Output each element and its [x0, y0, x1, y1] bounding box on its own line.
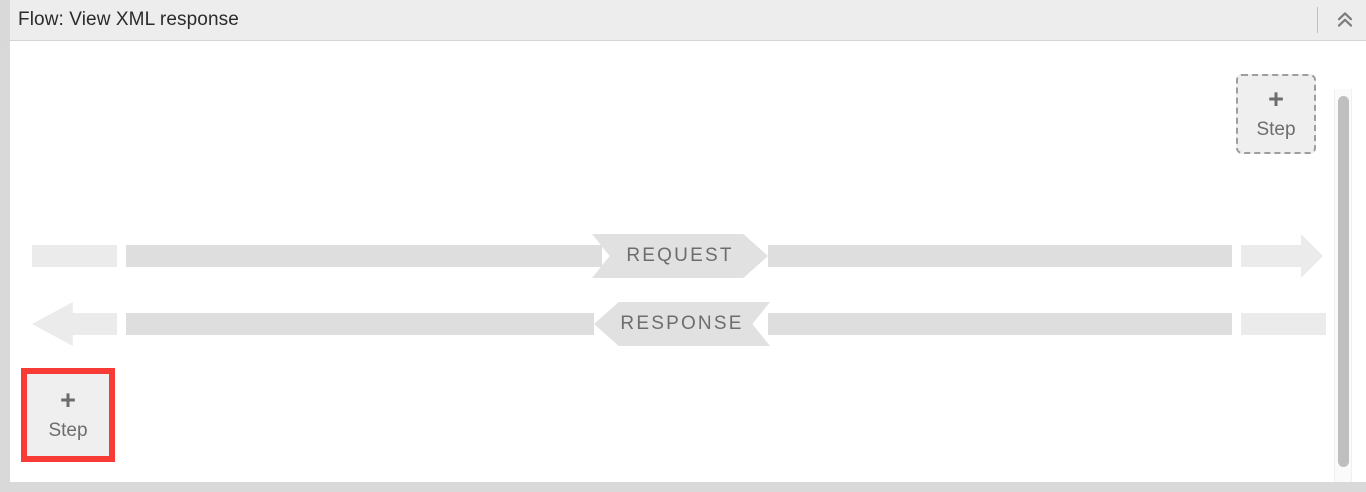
flow-canvas[interactable]: + Step REQUEST RESPONSE	[0, 41, 1366, 492]
plus-icon: +	[60, 385, 76, 415]
add-step-highlight-outline: + Step	[21, 368, 115, 462]
scrollbar-thumb[interactable]	[1338, 96, 1349, 467]
response-bar-left	[126, 313, 594, 335]
response-label: RESPONSE	[620, 313, 744, 334]
panel-titlebar: Flow: View XML response	[0, 0, 1366, 41]
canvas-scrollbar[interactable]	[1334, 89, 1352, 482]
request-end-stub	[1241, 245, 1279, 267]
response-bar-right	[768, 313, 1232, 335]
request-label: REQUEST	[626, 245, 734, 266]
request-bar-right	[768, 245, 1232, 267]
arrow-right-icon	[1279, 234, 1323, 278]
response-banner: RESPONSE	[594, 302, 770, 346]
request-banner: REQUEST	[592, 234, 768, 278]
request-flow-row: REQUEST	[10, 234, 1366, 278]
add-step-label: Step	[1256, 119, 1296, 140]
arrow-left-icon	[32, 302, 117, 346]
add-step-button-top-right[interactable]: + Step	[1236, 74, 1316, 154]
response-end-stub	[1241, 313, 1326, 335]
plus-icon: +	[1268, 84, 1284, 114]
add-step-button-bottom-left[interactable]: + Step	[27, 374, 109, 456]
titlebar-divider	[1317, 7, 1318, 33]
page-title: Flow: View XML response	[18, 9, 239, 30]
response-flow-row: RESPONSE	[10, 302, 1366, 346]
double-chevron-up-icon	[1337, 12, 1353, 27]
collapse-panel-button[interactable]	[1331, 0, 1359, 40]
request-bar-left	[126, 245, 602, 267]
request-start-stub	[32, 245, 117, 267]
add-step-label: Step	[48, 420, 88, 441]
titlebar-actions	[1317, 0, 1366, 40]
